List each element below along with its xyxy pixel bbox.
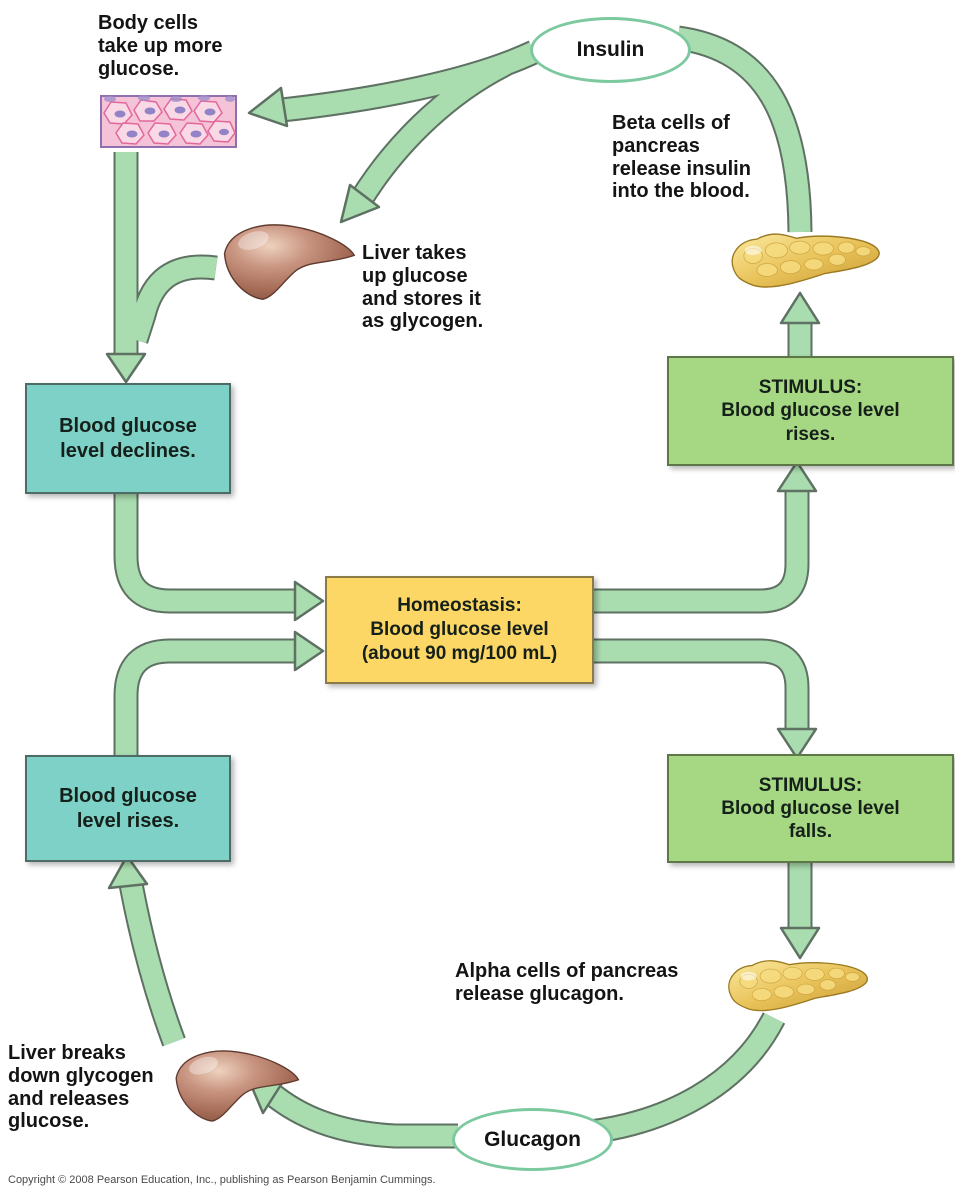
copyright-line: Copyright © 2008 Pearson Education, Inc.… <box>8 1174 436 1186</box>
arrow-band-fills <box>115 27 811 1147</box>
arrowhead-to-body-cells <box>247 86 289 128</box>
insulin-node: Insulin <box>530 17 691 83</box>
liver-bottom-illustration <box>170 1036 302 1134</box>
arrowhead-to-rises-box <box>107 854 149 890</box>
liver-takes-up-glucose-label: Liver takes up glucose and stores it as … <box>362 242 484 333</box>
liver-breaks-down-glycogen-label: Liver breaks down glycogen and releases … <box>8 1042 154 1133</box>
arrowhead-to-liver-top <box>339 183 381 224</box>
arrowhead-rises-to-homeostasis <box>293 630 325 672</box>
liver-icon <box>175 1050 300 1122</box>
liver-icon <box>223 224 356 300</box>
arrowhead-to-pancreas-bottom <box>779 926 821 960</box>
pancreas-top-illustration <box>722 228 887 298</box>
arrowhead-declines-to-homeostasis <box>293 580 325 622</box>
stimulus-falls-box: STIMULUS: Blood glucose level falls. <box>667 754 954 863</box>
stimulus-rises-box: STIMULUS: Blood glucose level rises. <box>667 356 954 466</box>
glucagon-node: Glucagon <box>452 1108 613 1171</box>
arrow-heads <box>105 86 821 1115</box>
liver-top-illustration <box>218 210 358 312</box>
arrowhead-to-stimulus-falls <box>776 727 818 760</box>
beta-cells-label: Beta cells of pancreas release insulin i… <box>612 112 751 203</box>
body-cells-label: Body cells take up more glucose. <box>98 12 223 80</box>
pancreas-bottom-illustration <box>716 955 878 1021</box>
arrowhead-to-declines-box <box>105 352 147 384</box>
arrowhead-to-pancreas-top <box>779 291 821 325</box>
arrowhead-to-stimulus-rises <box>776 460 818 493</box>
homeostasis-box: Homeostasis: Blood glucose level (about … <box>325 576 594 684</box>
blood-glucose-declines-box: Blood glucose level declines. <box>25 383 231 494</box>
body-tissue-illustration <box>100 95 237 148</box>
blood-glucose-rises-box: Blood glucose level rises. <box>25 755 231 862</box>
pancreas-icon <box>728 960 869 1012</box>
tissue-icon <box>100 95 237 148</box>
alpha-cells-label: Alpha cells of pancreas release glucagon… <box>455 960 679 1005</box>
pancreas-icon <box>731 233 880 288</box>
